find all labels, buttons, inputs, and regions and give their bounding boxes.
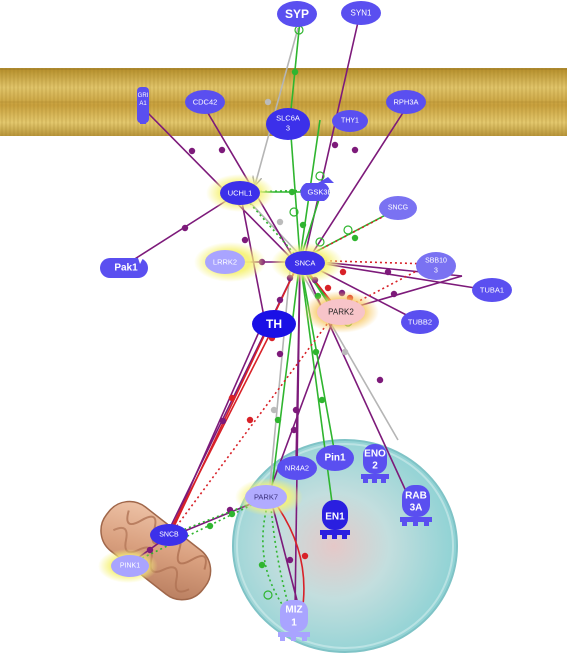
- node-s100b-label-1: SBB10: [425, 258, 447, 265]
- node-pak1-label: Pak1: [114, 263, 138, 274]
- node-th-label: TH: [266, 317, 282, 331]
- node-nr4a2[interactable]: NR4A2: [277, 456, 317, 480]
- node-en1[interactable]: EN1: [320, 500, 350, 539]
- node-pink1-label: PINK1: [120, 563, 140, 570]
- node-uchl1-label: UCHL1: [228, 189, 253, 198]
- node-tuba1[interactable]: TUBA1: [472, 278, 512, 302]
- node-sncb[interactable]: SNCB: [150, 524, 188, 546]
- node-gria1[interactable]: GRI A1: [137, 87, 149, 124]
- node-th[interactable]: TH: [252, 310, 296, 338]
- node-snca-label: SNCA: [295, 259, 316, 268]
- node-lrrk2[interactable]: LRRK2: [205, 250, 245, 274]
- node-tubb2[interactable]: TUBB2: [401, 310, 439, 334]
- node-sncg[interactable]: SNCG: [379, 196, 417, 220]
- node-slc6a3[interactable]: SLC6A 3: [266, 108, 310, 140]
- node-gria1-label-1: GRI: [138, 93, 149, 99]
- node-rph3a[interactable]: RPH3A: [386, 90, 426, 114]
- node-en1-label: EN1: [325, 512, 345, 523]
- node-gria1-label-2: A1: [139, 101, 147, 107]
- node-park7[interactable]: PARK7: [245, 485, 287, 509]
- node-eno2[interactable]: ENO 2: [361, 444, 389, 483]
- node-snca[interactable]: SNCA: [285, 251, 325, 275]
- edge-markers: [146, 25, 398, 600]
- node-rab3a[interactable]: RAB 3A: [400, 485, 432, 526]
- node-slc6a3-label-2: 3: [286, 124, 290, 133]
- node-tubb2-label: TUBB2: [408, 318, 432, 327]
- node-pin1-label: Pin1: [324, 453, 346, 464]
- node-syp-label: SYP: [285, 7, 309, 21]
- nucleus: [232, 439, 458, 653]
- node-miz1-label-2: 1: [291, 618, 297, 629]
- node-thy1-label: THY1: [341, 118, 359, 125]
- node-gsk3b-label: GSK3B: [307, 188, 332, 197]
- node-pin1[interactable]: Pin1: [316, 445, 354, 471]
- node-gsk3b[interactable]: GSK3B: [300, 177, 334, 201]
- node-syp[interactable]: SYP: [277, 1, 317, 27]
- node-park2[interactable]: PARK2: [317, 299, 365, 325]
- node-slc6a3-label-1: SLC6A: [276, 114, 300, 123]
- node-lrrk2-label: LRRK2: [213, 258, 237, 267]
- node-park2-label: PARK2: [328, 308, 354, 317]
- node-cdc42[interactable]: CDC42: [185, 90, 225, 114]
- node-sncb-label: SNCB: [159, 532, 179, 539]
- node-tuba1-label: TUBA1: [480, 286, 504, 295]
- node-uchl1[interactable]: UCHL1: [220, 181, 260, 205]
- node-rab3a-label-1: RAB: [405, 491, 427, 502]
- node-s100b[interactable]: SBB10 3: [416, 252, 456, 280]
- node-miz1-label-1: MIZ: [285, 605, 302, 616]
- node-thy1[interactable]: THY1: [332, 110, 368, 132]
- node-syn1-label: SYN1: [351, 9, 372, 18]
- node-eno2-label-2: 2: [372, 461, 378, 472]
- node-sncg-label: SNCG: [388, 205, 408, 212]
- node-rab3a-label-2: 3A: [410, 503, 423, 514]
- node-pink1[interactable]: PINK1: [111, 555, 149, 577]
- node-rph3a-label: RPH3A: [393, 98, 418, 107]
- node-pak1[interactable]: Pak1: [100, 256, 148, 278]
- node-eno2-label-1: ENO: [364, 449, 386, 460]
- node-s100b-label-2: 3: [434, 268, 438, 275]
- node-miz1[interactable]: MIZ 1: [278, 600, 310, 641]
- node-cdc42-label: CDC42: [193, 98, 218, 107]
- node-syn1[interactable]: SYN1: [341, 1, 381, 25]
- node-park7-label: PARK7: [254, 493, 278, 502]
- node-nr4a2-label: NR4A2: [285, 464, 309, 473]
